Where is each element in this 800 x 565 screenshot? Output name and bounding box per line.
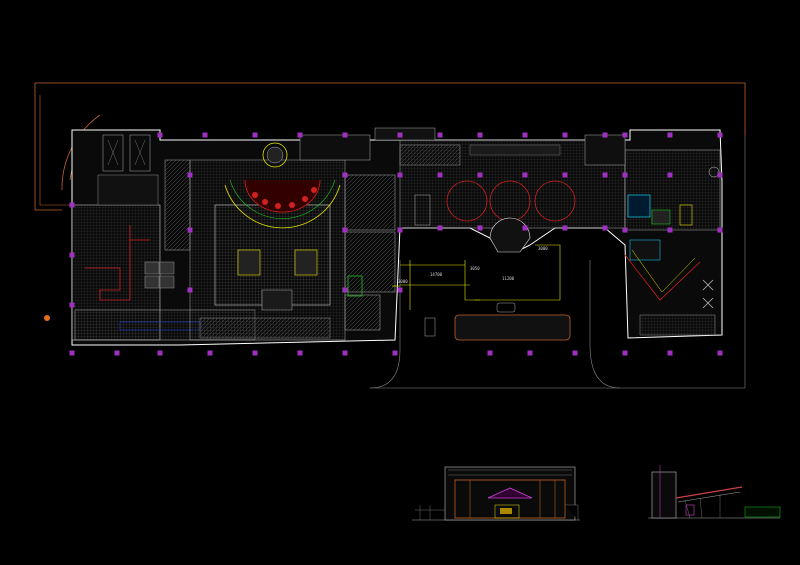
front-elevation <box>412 466 580 521</box>
column-marker <box>342 172 348 178</box>
column-marker <box>562 172 568 178</box>
column-marker <box>157 132 163 138</box>
column-marker <box>522 225 528 231</box>
column-marker <box>622 227 628 233</box>
marker-dot <box>44 315 50 321</box>
dimension-lines: 14700 3000 3050 3000 11200 <box>392 244 571 341</box>
column-marker <box>187 227 193 233</box>
column-marker <box>69 202 75 208</box>
column-marker <box>667 350 673 356</box>
column-marker <box>527 350 533 356</box>
dimension-label: 14700 <box>430 272 443 277</box>
central-lobby <box>189 134 371 341</box>
column-marker <box>437 132 443 138</box>
dimension-label: 3050 <box>470 266 480 271</box>
dimension-label: 3000 <box>398 279 408 284</box>
column-marker <box>342 132 348 138</box>
column-marker <box>667 227 673 233</box>
column-marker <box>522 172 528 178</box>
column-marker <box>477 225 483 231</box>
column-marker <box>157 350 163 356</box>
column-marker <box>342 227 348 233</box>
column-marker <box>487 350 493 356</box>
column-marker <box>717 227 723 233</box>
dimension-label: 3000 <box>538 246 548 251</box>
column-marker <box>187 172 193 178</box>
column-marker <box>522 132 528 138</box>
column-marker <box>252 350 258 356</box>
column-marker <box>717 132 723 138</box>
column-marker <box>622 350 628 356</box>
column-marker <box>392 350 398 356</box>
column-marker <box>397 172 403 178</box>
column-marker <box>602 172 608 178</box>
column-marker <box>397 132 403 138</box>
column-marker <box>297 132 303 138</box>
column-marker <box>437 225 443 231</box>
column-marker <box>622 132 628 138</box>
column-marker <box>572 350 578 356</box>
column-marker <box>562 225 568 231</box>
column-marker <box>477 172 483 178</box>
column-marker <box>297 350 303 356</box>
column-marker <box>622 172 628 178</box>
column-marker <box>69 302 75 308</box>
column-marker <box>667 172 673 178</box>
column-marker <box>667 132 673 138</box>
column-marker <box>437 172 443 178</box>
side-elevation <box>648 465 781 519</box>
column-marker <box>477 132 483 138</box>
column-marker <box>187 287 193 293</box>
right-wing <box>584 134 721 336</box>
structural-columns <box>69 132 723 356</box>
column-marker <box>602 225 608 231</box>
column-marker <box>342 350 348 356</box>
dimension-label: 11200 <box>502 276 515 281</box>
column-marker <box>562 132 568 138</box>
column-marker <box>717 350 723 356</box>
column-marker <box>397 287 403 293</box>
column-marker <box>202 132 208 138</box>
column-marker <box>69 252 75 258</box>
column-marker <box>342 287 348 293</box>
column-marker <box>207 350 213 356</box>
column-marker <box>252 132 258 138</box>
column-marker <box>69 350 75 356</box>
column-marker <box>114 350 120 356</box>
column-marker <box>397 227 403 233</box>
column-marker <box>602 132 608 138</box>
column-marker <box>717 172 723 178</box>
